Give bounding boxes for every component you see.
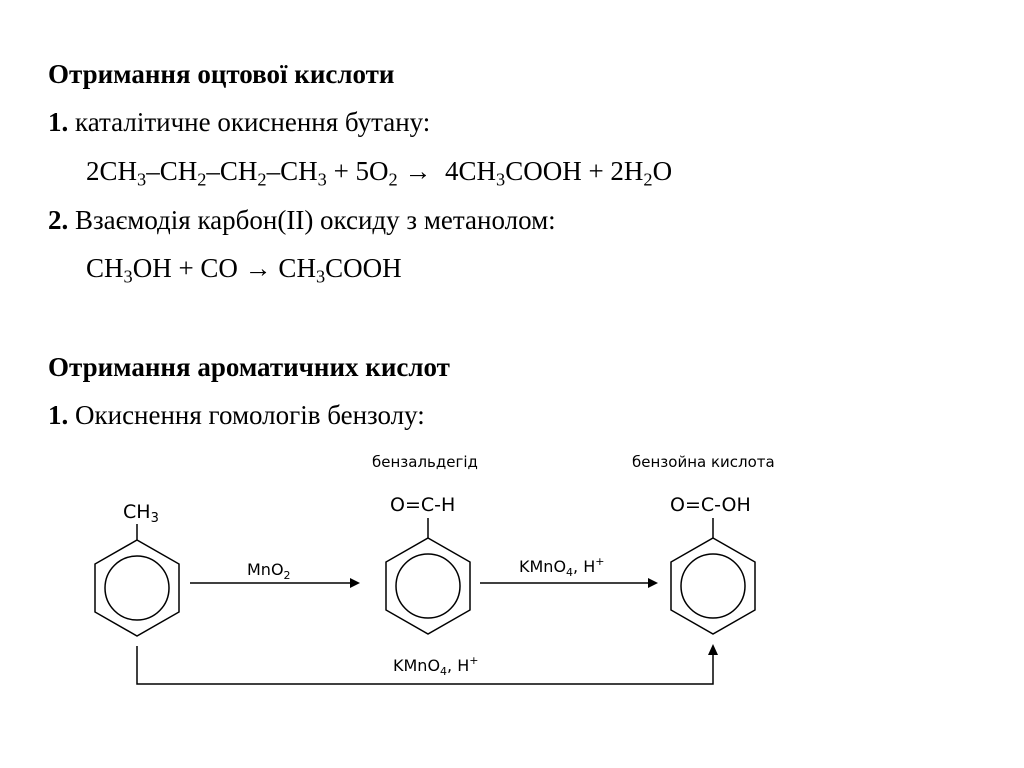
- benzaldehyde-label: бензальдегід: [372, 453, 478, 471]
- method-1-line: 1. каталітичне окиснення бутану:: [48, 106, 430, 138]
- reagent-mno2-label: MnO2: [247, 560, 291, 582]
- method-2-number: 2.: [48, 205, 69, 235]
- benzoic-acid-structure: бензойна кислота O=C-OH: [632, 453, 775, 635]
- arrow-toluene-to-acid: [136, 646, 714, 685]
- method-2-text: Взаємодія карбон(ІІ) оксиду з метанолом:: [75, 205, 556, 235]
- benzaldehyde-ring: [385, 537, 471, 635]
- reagent-kmno4-label-2: KMnO4, H+: [393, 654, 478, 678]
- aromatic-method-1-text: Окиснення гомологів бензолу:: [75, 400, 425, 430]
- aromatic-method-1-number: 1.: [48, 400, 69, 430]
- heading-aromatic-acids: Отримання ароматичних кислот: [48, 352, 450, 382]
- aromatic-method-1-line: 1. Окиснення гомологів бензолу:: [48, 399, 425, 431]
- method-1-number: 1.: [48, 107, 69, 137]
- heading-acetic-acid: Отримання оцтової кислоти: [48, 59, 395, 89]
- method-1-text: каталітичне окиснення бутану:: [75, 107, 431, 137]
- carboxyl-group-label: O=C-OH: [670, 494, 751, 516]
- benzoic-acid-label: бензойна кислота: [632, 453, 775, 471]
- toluene-ring: [94, 539, 180, 637]
- method-2-line: 2. Взаємодія карбон(ІІ) оксиду з метанол…: [48, 204, 556, 236]
- benzaldehyde-structure: бензальдегід O=C-H: [372, 453, 478, 635]
- aldehyde-group-label: O=C-H: [390, 494, 455, 516]
- toluene-structure: CH3: [94, 501, 180, 637]
- equation-butane-oxidation: 2CH3–CH2–CH2–CH3 + 5O2 → 4CH3COOH + 2H2O: [86, 156, 673, 190]
- benzoic-acid-ring: [670, 537, 756, 635]
- toluene-methyl-label: CH3: [123, 501, 159, 526]
- reagent-kmno4-label-1: KMnO4, H+: [519, 555, 604, 579]
- equation-methanol-carbonylation: CH3OH + CO → CH3COOH: [86, 253, 402, 287]
